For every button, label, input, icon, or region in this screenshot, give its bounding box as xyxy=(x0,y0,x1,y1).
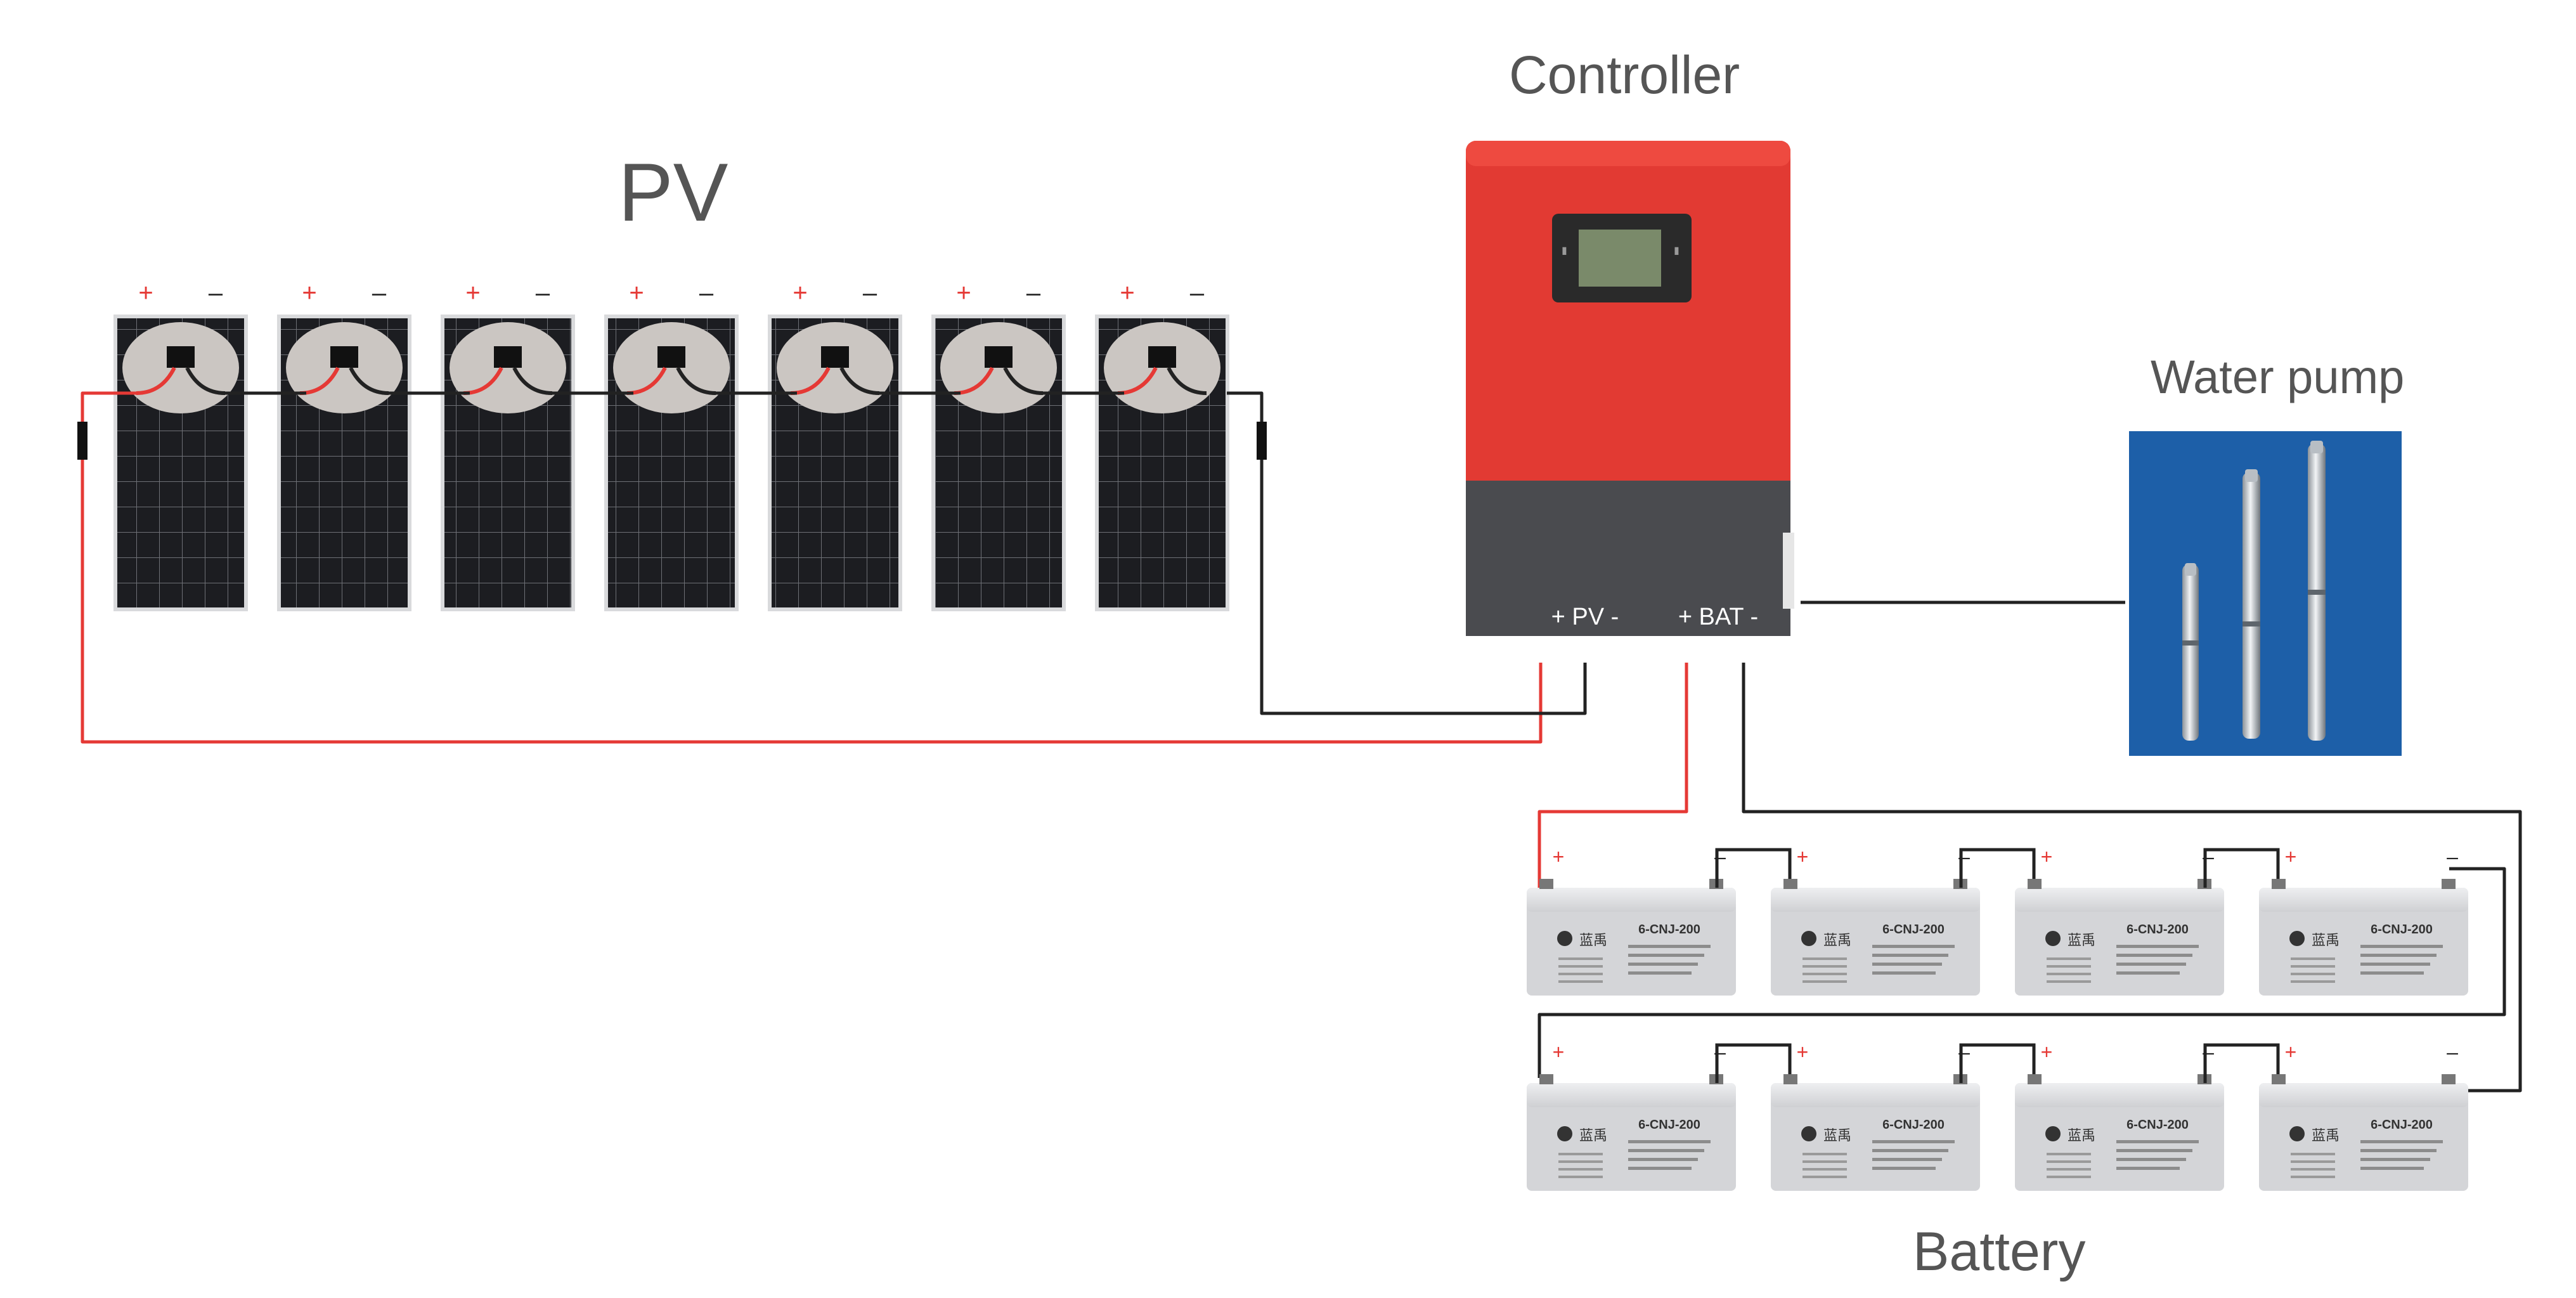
pv-positive-wire xyxy=(81,391,1543,744)
battery-series-link xyxy=(1715,848,1792,888)
battery-model: 6-CNJ-200 xyxy=(2126,923,2189,937)
battery-minus-label: – xyxy=(2447,1041,2458,1063)
battery-minus-label: – xyxy=(2447,845,2458,868)
battery-plus-label: + xyxy=(1797,845,1809,868)
battery-positive-wire xyxy=(1537,663,1688,894)
battery: +–蓝禹6-CNJ-200 xyxy=(2015,1041,2280,1191)
battery-model: 6-CNJ-200 xyxy=(1638,923,1700,937)
battery: +–蓝禹6-CNJ-200 xyxy=(1527,1041,1792,1191)
pv-panel: +– xyxy=(604,279,739,611)
brand-logo-icon xyxy=(1557,1126,1572,1141)
panel-plus-label: + xyxy=(793,279,807,307)
panel-minus-label: – xyxy=(699,279,714,307)
battery-row-link xyxy=(1537,867,2506,1078)
battery-brand: 蓝禹 xyxy=(1823,933,1851,949)
panel-plus-label: + xyxy=(956,279,971,307)
panel-plus-label: + xyxy=(629,279,644,307)
battery-brand: 蓝禹 xyxy=(1823,1128,1851,1144)
pv-panel: +– xyxy=(1095,279,1229,611)
battery: + – 蓝禹 6-CNJ-200 xyxy=(2259,845,2468,996)
panel-plus-label: + xyxy=(465,279,480,307)
battery-label: Battery xyxy=(1913,1221,2086,1282)
battery-brand: 蓝禹 xyxy=(1579,1128,1607,1144)
battery: +–蓝禹6-CNJ-200 xyxy=(1771,1041,2036,1191)
pv-panel-array: +–+–+–+–+–+–+– xyxy=(113,279,1229,611)
battery-plus-label: + xyxy=(2041,1041,2053,1063)
battery-model: 6-CNJ-200 xyxy=(1882,1118,1945,1132)
panel-minus-label: – xyxy=(536,279,550,307)
battery-plus-label: + xyxy=(2285,845,2297,868)
battery-plus-label: + xyxy=(2041,845,2053,868)
panel-minus-label: – xyxy=(863,279,877,307)
battery-plus-label: + xyxy=(1553,845,1565,868)
brand-logo-icon xyxy=(1801,931,1816,946)
brand-logo-icon xyxy=(2289,1126,2305,1141)
controller-lcd-screen xyxy=(1579,230,1661,287)
pv-panel: +– xyxy=(931,279,1066,611)
battery-series-link xyxy=(1715,1043,1792,1083)
battery-brand: 蓝禹 xyxy=(2312,1128,2340,1144)
panel-minus-label: – xyxy=(372,279,387,307)
pv-label: PV xyxy=(618,146,728,238)
battery: +–蓝禹6-CNJ-200 xyxy=(1771,845,2036,996)
battery-plus-label: + xyxy=(2285,1041,2297,1063)
battery-model: 6-CNJ-200 xyxy=(2126,1118,2189,1132)
svg-text:▮: ▮ xyxy=(1674,245,1680,256)
battery-model: 6-CNJ-200 xyxy=(2371,923,2433,937)
pv-terminal-label: + PV - xyxy=(1551,604,1619,630)
battery-series-link xyxy=(2203,848,2280,888)
pv-negative-wire xyxy=(1227,391,1587,715)
bat-terminal-label: + BAT - xyxy=(1678,604,1758,630)
battery-brand: 蓝禹 xyxy=(1579,933,1607,949)
water-pump-label: Water pump xyxy=(2151,351,2405,403)
brand-logo-icon xyxy=(2045,1126,2061,1141)
brand-logo-icon xyxy=(2045,931,2061,946)
svg-text:▮: ▮ xyxy=(1562,245,1567,256)
battery-plus-label: + xyxy=(1797,1041,1809,1063)
panel-minus-label: – xyxy=(1190,279,1205,307)
panel-minus-label: – xyxy=(209,279,223,307)
panel-plus-label: + xyxy=(1120,279,1134,307)
battery: +–蓝禹6-CNJ-200 xyxy=(1527,845,1792,996)
battery-negative-wire xyxy=(1742,663,2522,1093)
pv-panel: +– xyxy=(441,279,575,611)
controller-label: Controller xyxy=(1509,45,1740,105)
pv-panel: +– xyxy=(768,279,902,611)
panel-plus-label: + xyxy=(302,279,316,307)
battery-model: 6-CNJ-200 xyxy=(1638,1118,1700,1132)
battery-series-link xyxy=(2203,1043,2280,1083)
water-pump-image xyxy=(2129,431,2402,756)
battery-bank: +–蓝禹6-CNJ-200+–蓝禹6-CNJ-200+–蓝禹6-CNJ-200+… xyxy=(1527,845,2468,1191)
pv-panel: +– xyxy=(113,279,248,611)
brand-logo-icon xyxy=(1801,1126,1816,1141)
battery-plus-label: + xyxy=(1553,1041,1565,1063)
charge-controller: ▮ ▮ + PV - + BAT - xyxy=(1466,141,1794,636)
battery-brand: 蓝禹 xyxy=(2068,933,2095,949)
panel-minus-label: – xyxy=(1026,279,1041,307)
brand-logo-icon xyxy=(1557,931,1572,946)
panel-plus-label: + xyxy=(138,279,153,307)
pv-panel: +– xyxy=(277,279,411,611)
battery-series-link xyxy=(1959,1043,2036,1083)
brand-logo-icon xyxy=(2289,931,2305,946)
battery-brand: 蓝禹 xyxy=(2068,1128,2095,1144)
battery-model: 6-CNJ-200 xyxy=(2371,1118,2433,1132)
battery-brand: 蓝禹 xyxy=(2312,933,2340,949)
battery-model: 6-CNJ-200 xyxy=(1882,923,1945,937)
battery: + – 蓝禹 6-CNJ-200 xyxy=(2259,1041,2468,1191)
wiring xyxy=(77,391,2522,1093)
battery-series-link xyxy=(1959,848,2036,888)
battery: +–蓝禹6-CNJ-200 xyxy=(2015,845,2280,996)
